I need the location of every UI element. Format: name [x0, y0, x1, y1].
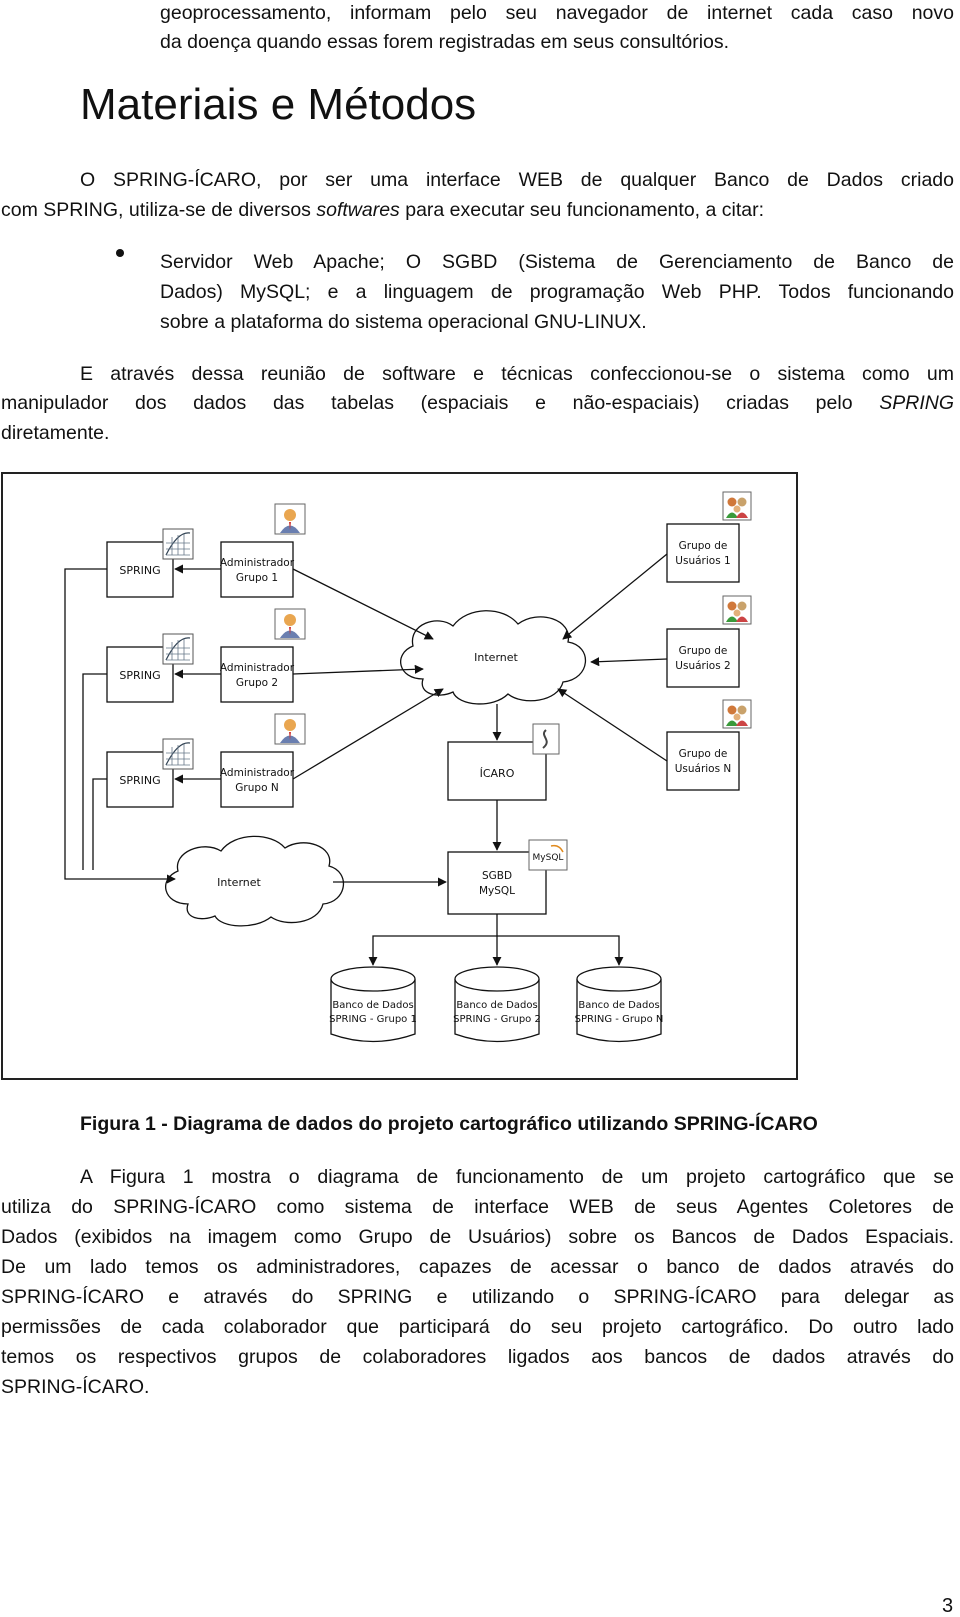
spring-globe-icon	[162, 738, 194, 770]
administrator-person-icon	[274, 608, 306, 640]
spring-globe-icon	[162, 528, 194, 560]
users-2-label-a: Grupo de	[679, 645, 728, 657]
para3-line-6: permissões de cada colaborador que parti…	[1, 1316, 954, 1338]
users-1-label-a: Grupo de	[679, 540, 728, 552]
db-n-label-b: SPRING - Grupo N	[575, 1014, 664, 1025]
admin-1-label-b: Grupo 1	[236, 572, 278, 584]
para3-line-4: De um lado temos os administradores, cap…	[1, 1256, 954, 1278]
admin-n-label-a: Administrador	[220, 767, 295, 779]
php-server-icon	[532, 723, 560, 755]
admin-n-label-b: Grupo N	[235, 782, 278, 794]
bullet-dot	[116, 249, 124, 257]
database-cylinder-n: Banco de Dados SPRING - Grupo N	[575, 966, 664, 1043]
admin-2-label-b: Grupo 2	[236, 677, 278, 689]
user-group-icon	[722, 595, 752, 625]
admin-box-1: Administrador Grupo 1	[220, 541, 295, 598]
diagram-svg: SPRING SPRING SPRING Administrador Grupo…	[64, 491, 752, 1043]
para2-line-1: E através dessa reunião de software e té…	[80, 363, 954, 385]
spring-box-2: SPRING	[106, 646, 174, 703]
database-cylinder-2: Banco de Dados SPRING - Grupo 2	[453, 966, 541, 1043]
sgbd-label-a: SGBD	[482, 870, 512, 882]
internet-label-bottom: Internet	[217, 876, 261, 889]
icaro-box: ÍCARO	[447, 741, 547, 801]
para1-line-2-emphasis: softwares	[316, 199, 400, 221]
users-box-n: Grupo de Usuários N	[666, 731, 740, 791]
para3-line-7: temos os respectivos grupos de colaborad…	[1, 1346, 954, 1368]
para3-line-2: utiliza do SPRING-ÍCARO como sistema de …	[1, 1196, 954, 1218]
intro-line-2: da doença quando essas forem registradas…	[160, 31, 730, 53]
admin-box-2: Administrador Grupo 2	[220, 646, 295, 703]
spring-box-2-label: SPRING	[119, 669, 160, 682]
users-2-label-b: Usuários 2	[675, 660, 730, 672]
spring-box-1-label: SPRING	[119, 564, 160, 577]
users-1-label-b: Usuários 1	[675, 555, 730, 567]
spring-box-1: SPRING	[106, 541, 174, 598]
mysql-logo-icon: MySQL	[528, 839, 568, 871]
section-title: Materiais e Métodos	[80, 80, 477, 129]
page-number: 3	[942, 1595, 954, 1617]
para2-line-2-text: manipulador dos dados das tabelas (espac…	[1, 392, 880, 414]
admin-2-label-a: Administrador	[220, 662, 295, 674]
admin-1-label-a: Administrador	[220, 557, 295, 569]
para2-line-2: manipulador dos dados das tabelas (espac…	[1, 392, 954, 414]
bullet-line-1: Servidor Web Apache; O SGBD (Sistema de …	[160, 251, 954, 273]
diagram-figure: SPRING SPRING SPRING Administrador Grupo…	[1, 472, 798, 1080]
bullet-line-3: sobre a plataforma do sistema operaciona…	[160, 311, 647, 333]
para2-line-3: diretamente.	[1, 422, 110, 444]
user-group-icon	[722, 491, 752, 521]
administrator-person-icon	[274, 503, 306, 535]
icaro-label: ÍCARO	[480, 767, 515, 780]
para1-line-2: com SPRING, utiliza-se de diversos softw…	[1, 199, 764, 221]
figure-caption: Figura 1 - Diagrama de dados do projeto …	[80, 1113, 818, 1135]
para1-line-2-text-end: para executar seu funcionamento, a citar…	[399, 199, 765, 221]
users-box-2: Grupo de Usuários 2	[666, 628, 740, 688]
admin-box-n: Administrador Grupo N	[220, 751, 295, 808]
para3-line-3: Dados (exibidos na imagem como Grupo de …	[1, 1226, 954, 1248]
db-n-label-a: Banco de Dados	[578, 1000, 659, 1011]
spring-box-n-label: SPRING	[119, 774, 160, 787]
mysql-logo-text: MySQL	[533, 853, 564, 863]
bullet-line-2: Dados) MySQL; e a linguagem de programaç…	[160, 281, 954, 303]
administrator-person-icon	[274, 713, 306, 745]
spring-box-n: SPRING	[106, 751, 174, 808]
spring-globe-icon	[162, 633, 194, 665]
para1-line-1: O SPRING-ÍCARO, por ser uma interface WE…	[80, 169, 954, 191]
internet-label-top: Internet	[474, 651, 518, 664]
internet-cloud-top: Internet	[400, 610, 587, 705]
sgbd-label-b: MySQL	[479, 885, 515, 897]
database-cylinder-1: Banco de Dados SPRING - Grupo 1	[329, 966, 417, 1043]
para3-line-1: A Figura 1 mostra o diagrama de funciona…	[80, 1166, 954, 1188]
user-group-icon	[722, 699, 752, 729]
intro-line-1: geoprocessamento, informam pelo seu nave…	[160, 2, 954, 24]
db-1-label-a: Banco de Dados	[332, 1000, 413, 1011]
para3-line-5: SPRING-ÍCARO e através do SPRING e utili…	[1, 1286, 954, 1308]
db-2-label-a: Banco de Dados	[456, 1000, 537, 1011]
para1-line-2-text: com SPRING, utiliza-se de diversos	[1, 199, 317, 221]
para2-line-2-emphasis: SPRING	[879, 392, 954, 414]
para3-line-8: SPRING-ÍCARO.	[1, 1376, 150, 1398]
users-n-label-a: Grupo de	[679, 748, 728, 760]
users-box-1: Grupo de Usuários 1	[666, 523, 740, 583]
db-1-label-b: SPRING - Grupo 1	[329, 1014, 417, 1025]
internet-cloud-bottom: Internet	[165, 835, 345, 927]
users-n-label-b: Usuários N	[675, 763, 732, 775]
db-2-label-b: SPRING - Grupo 2	[453, 1014, 541, 1025]
